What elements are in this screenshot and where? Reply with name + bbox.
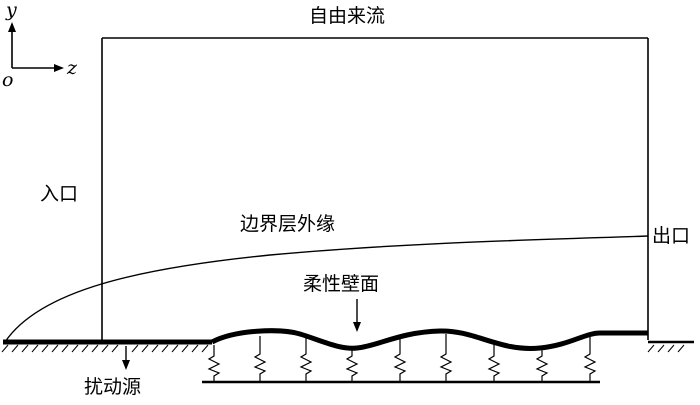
spring	[393, 337, 407, 381]
wall-hatching-right	[647, 344, 685, 353]
computational-domain	[101, 37, 649, 340]
boundary-layer-edge-curve	[4, 235, 649, 343]
spring-supports	[207, 334, 597, 381]
spring	[535, 350, 549, 381]
spring	[487, 342, 501, 381]
y-axis-label: y	[5, 0, 17, 21]
spring	[207, 345, 221, 381]
spring	[345, 350, 359, 381]
spring	[253, 336, 267, 381]
wall-hatching-left	[1, 344, 209, 353]
inlet-label: 入口	[40, 183, 78, 205]
outlet-label: 出口	[652, 225, 690, 247]
spring	[583, 336, 597, 381]
boundary-layer-edge-label: 边界层外缘	[240, 213, 335, 235]
spring	[299, 337, 313, 381]
freestream-label: 自由来流	[309, 5, 385, 27]
coordinate-axes: y o z	[2, 0, 78, 91]
compliant-wall-surface	[210, 328, 648, 351]
disturbance-source-label: 扰动源	[84, 376, 141, 398]
compliant-wall-label: 柔性壁面	[303, 273, 379, 295]
origin-label: o	[2, 69, 13, 91]
z-axis-label: z	[66, 57, 78, 79]
spring	[439, 334, 453, 381]
